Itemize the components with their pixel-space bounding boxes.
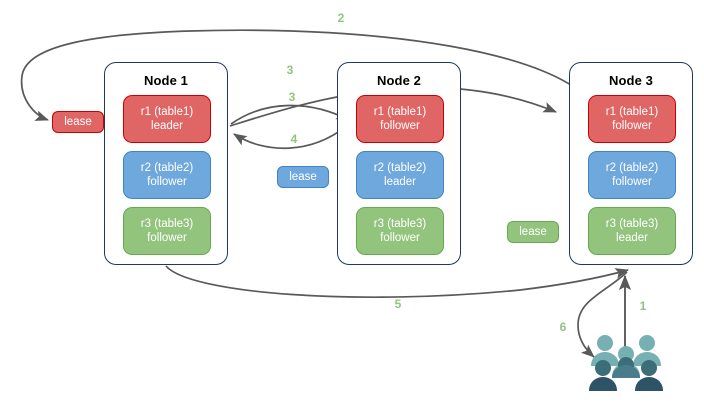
node-title: Node 1	[144, 73, 188, 88]
arrow-step-3-lower	[230, 104, 350, 125]
step-label-3-lower: 3	[288, 90, 296, 104]
step-label-1: 1	[639, 299, 647, 313]
replica-node-2-r1[interactable]: r1 (table1) follower	[356, 95, 444, 143]
step-label-4: 4	[290, 132, 298, 146]
node-title: Node 2	[377, 73, 421, 88]
lease-chip-table3[interactable]: lease	[507, 221, 559, 243]
replica-range-label: r1 (table1)	[373, 106, 427, 118]
lease-chip-table1[interactable]: lease	[52, 111, 104, 133]
replica-node-1-r2[interactable]: r2 (table2) follower	[123, 151, 211, 199]
replica-role-label: leader	[384, 176, 416, 188]
node-box-node-3[interactable]: Node 3 r1 (table1) follower r2 (table2) …	[569, 62, 693, 265]
users-group-svg	[589, 335, 663, 391]
node-box-node-1[interactable]: Node 1 r1 (table1) leader r2 (table2) fo…	[104, 62, 228, 265]
replica-range-label: r3 (table3)	[373, 218, 427, 230]
replica-node-1-r3[interactable]: r3 (table3) follower	[123, 207, 211, 255]
replica-node-3-r1[interactable]: r1 (table1) follower	[588, 95, 676, 143]
replica-node-3-r3[interactable]: r3 (table3) leader	[588, 207, 676, 255]
node-title: Node 3	[609, 73, 653, 88]
replica-role-label: follower	[612, 120, 652, 132]
step-label-3-upper: 3	[286, 63, 294, 77]
replica-range-label: r3 (table3)	[605, 218, 659, 230]
replica-range-label: r2 (table2)	[373, 162, 427, 174]
replica-role-label: follower	[380, 120, 420, 132]
users-group-icon	[586, 332, 666, 396]
replica-range-label: r1 (table1)	[605, 106, 659, 118]
replica-node-1-r1[interactable]: r1 (table1) leader	[123, 95, 211, 143]
replica-range-label: r3 (table3)	[140, 218, 194, 230]
replica-node-2-r3[interactable]: r3 (table3) follower	[356, 207, 444, 255]
step-label-2: 2	[337, 11, 345, 25]
replica-range-label: r2 (table2)	[605, 162, 659, 174]
replica-role-label: leader	[151, 120, 183, 132]
replica-role-label: follower	[612, 176, 652, 188]
replica-range-label: r2 (table2)	[140, 162, 194, 174]
arrow-step-5	[165, 265, 629, 299]
replica-range-label: r1 (table1)	[140, 106, 194, 118]
replica-node-2-r2[interactable]: r2 (table2) leader	[356, 151, 444, 199]
replica-node-3-r2[interactable]: r2 (table2) follower	[588, 151, 676, 199]
replica-role-label: leader	[616, 232, 648, 244]
lease-chip-table2[interactable]: lease	[277, 166, 329, 188]
node-box-node-2[interactable]: Node 2 r1 (table1) follower r2 (table2) …	[337, 62, 461, 265]
step-label-5: 5	[394, 297, 402, 311]
replica-role-label: follower	[380, 232, 420, 244]
step-label-6: 6	[559, 320, 567, 334]
replica-role-label: follower	[147, 232, 187, 244]
replica-role-label: follower	[147, 176, 187, 188]
